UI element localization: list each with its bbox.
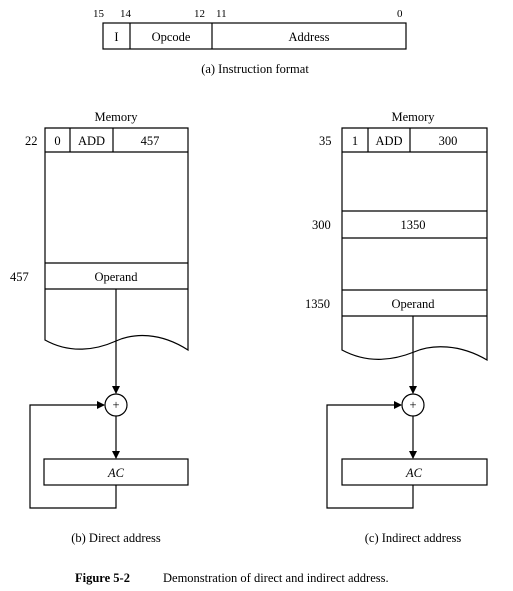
caption-instruction-format: (a) Instruction format [201, 62, 309, 76]
instruction-address: 457 [141, 134, 160, 148]
address-1350: 1350 [305, 297, 330, 311]
ac-label: AC [107, 466, 125, 480]
bit-11-label: 11 [216, 8, 227, 20]
address-35: 35 [319, 134, 332, 148]
instruction-i-bit: 1 [352, 134, 358, 148]
bit-12-label: 12 [194, 8, 205, 20]
ac-label: AC [405, 466, 423, 480]
instruction-opcode: ADD [375, 134, 402, 148]
plus-sign: + [112, 398, 119, 412]
bit-14-label: 14 [120, 8, 132, 20]
indirect-address-diagram: Memory 35 1 ADD 300 300 1350 1350 Operan… [305, 110, 488, 545]
address-22: 22 [25, 134, 38, 148]
bit-15-label: 15 [93, 8, 105, 20]
ac-feedback-arrow [326, 401, 414, 509]
field-address: Address [289, 30, 330, 44]
address-457: 457 [10, 270, 29, 284]
ac-feedback-arrow [29, 401, 117, 509]
instruction-word-box [102, 22, 407, 50]
instruction-opcode: ADD [78, 134, 105, 148]
field-opcode: Opcode [152, 30, 191, 44]
direct-address-diagram: Memory 22 0 ADD 457 457 Operand + AC (b)… [10, 110, 189, 545]
instruction-format: 15 14 12 11 0 I Opcode Address (a) Instr… [93, 8, 407, 76]
figure-number: Figure 5-2 [75, 571, 130, 585]
figure-title: Demonstration of direct and indirect add… [163, 571, 389, 585]
instruction-i-bit: 0 [54, 134, 60, 148]
instruction-address: 300 [439, 134, 458, 148]
pointer-value: 1350 [401, 218, 426, 232]
operand-cell: Operand [391, 297, 435, 311]
caption-direct-address: (b) Direct address [71, 531, 161, 545]
figure-caption: Figure 5-2 Demonstration of direct and i… [75, 571, 389, 585]
accumulator-register [43, 458, 189, 486]
address-300: 300 [312, 218, 331, 232]
memory-block [341, 127, 488, 362]
bit-0-label: 0 [397, 8, 403, 20]
field-i: I [114, 30, 118, 44]
accumulator-register [341, 458, 488, 486]
memory-label: Memory [94, 110, 138, 124]
operand-cell: Operand [94, 270, 138, 284]
caption-indirect-address: (c) Indirect address [365, 531, 462, 545]
plus-sign: + [409, 398, 416, 412]
memory-label: Memory [391, 110, 435, 124]
